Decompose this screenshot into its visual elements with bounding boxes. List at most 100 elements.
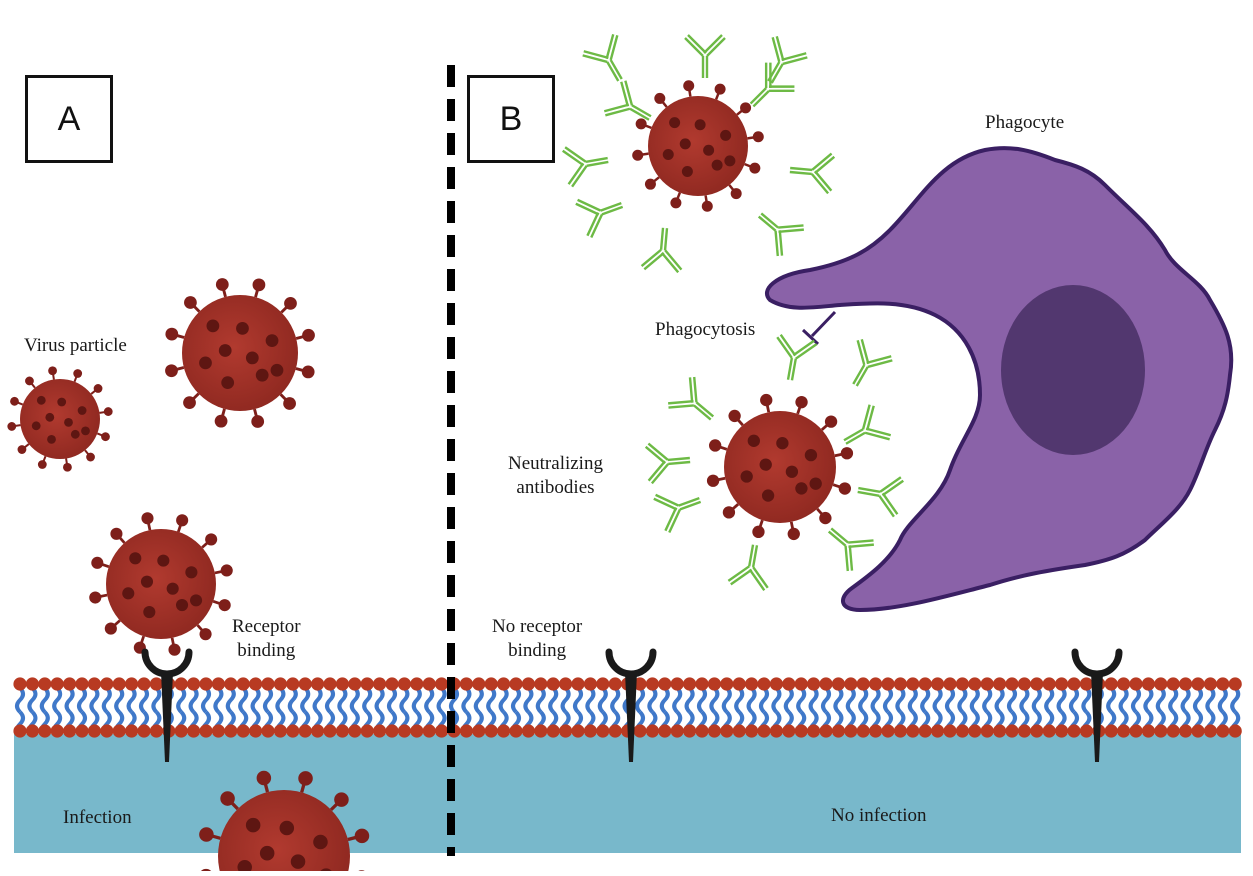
lipid-head — [50, 724, 64, 738]
antibody-arm — [848, 539, 874, 549]
antibody-arm — [864, 427, 892, 441]
lipid-tail — [387, 686, 397, 714]
virus-spike-head — [760, 393, 773, 407]
lipid-head — [311, 724, 325, 738]
lipid-head — [286, 724, 300, 738]
antibody-arm — [774, 230, 784, 257]
lipid-head — [323, 724, 337, 738]
lipid-tail — [845, 686, 856, 714]
virus-spike-head — [654, 92, 666, 104]
lipid-head — [360, 677, 374, 691]
antibody-arm — [703, 34, 726, 57]
lipid-tail — [39, 686, 50, 714]
lipid-head — [75, 724, 89, 738]
antibody-arm — [586, 212, 604, 238]
antibody — [575, 198, 624, 238]
antibody-arm — [668, 399, 694, 409]
lipid-head — [1067, 724, 1081, 738]
virus-spot — [221, 376, 235, 389]
lipid-head — [658, 677, 672, 691]
lipid-tail — [535, 686, 546, 714]
antibody-arm — [866, 355, 893, 369]
virus-spike-head — [298, 771, 313, 786]
lipid-head — [509, 677, 523, 691]
lipid-tail — [337, 686, 348, 714]
virus-spike-head — [795, 396, 808, 409]
antibody-arm — [879, 476, 904, 497]
lipid-tail — [560, 686, 571, 714]
lipid-tail — [486, 686, 497, 714]
receptor-stem — [1091, 672, 1103, 762]
antibody — [640, 227, 683, 274]
lipid-head — [385, 724, 399, 738]
lipid-head — [782, 677, 796, 691]
lipid-head — [1104, 724, 1118, 738]
lipid-tail — [312, 686, 323, 714]
lipid-head — [435, 677, 449, 691]
antibody-arm — [810, 170, 833, 195]
lipid-head — [1067, 677, 1081, 691]
antibody-arm — [653, 493, 680, 511]
lipid-tail — [1205, 686, 1216, 714]
antibody-stem — [585, 156, 609, 167]
lipid-head — [720, 677, 734, 691]
receptor — [141, 648, 193, 762]
antibody — [757, 212, 804, 257]
lipid-head — [236, 677, 250, 691]
virus-spot — [255, 368, 269, 382]
antibody-stem — [843, 428, 866, 445]
antibody-arm — [856, 338, 870, 366]
lipid-head — [1179, 677, 1193, 691]
virus-spot — [279, 820, 295, 836]
receptors — [141, 648, 1123, 762]
lipid-tail — [684, 686, 695, 714]
lipid-head — [1216, 724, 1230, 738]
lipid-tail — [374, 686, 385, 714]
lipid-head — [199, 724, 213, 738]
lipid-tail — [1168, 686, 1179, 714]
virus-spot — [143, 606, 156, 619]
lipid-tail — [1019, 686, 1030, 714]
phagocyte-body — [765, 146, 1234, 613]
virus-spike-head — [819, 511, 832, 525]
lipid-tail — [759, 686, 769, 714]
lipid-head — [683, 677, 697, 691]
lipid-tail — [721, 686, 732, 714]
receptor-stem — [161, 672, 173, 762]
lipid-head — [298, 724, 312, 738]
lipid-head — [335, 677, 349, 691]
virus-particle-large — [165, 278, 315, 428]
label-receptor-binding-line2: binding — [237, 640, 296, 661]
virus-spot — [747, 434, 760, 447]
lipid-head — [149, 677, 163, 691]
lipid-head — [968, 724, 982, 738]
virus-spike-head — [334, 792, 349, 807]
lipid-tail — [1118, 686, 1129, 714]
antibody-stem — [667, 456, 691, 466]
label-no-receptor-line1: No receptor — [492, 616, 583, 637]
virus-spike-head — [752, 525, 765, 538]
virus-spot — [122, 587, 135, 600]
lipid-head — [63, 677, 77, 691]
virus-spot — [36, 395, 46, 405]
virus-spike-head — [752, 131, 764, 143]
lipid-head — [1079, 724, 1093, 738]
lipid-head — [50, 677, 64, 691]
virus-spike-head — [218, 599, 231, 612]
lipid-head — [931, 677, 945, 691]
virus-spot — [81, 426, 90, 436]
lipid-tail — [994, 686, 1005, 714]
virus-spike-head — [93, 384, 103, 393]
lipid-head — [1017, 677, 1031, 691]
lipid-tail — [672, 686, 683, 714]
lipid-head — [695, 677, 709, 691]
lipid-head — [497, 724, 511, 738]
lipid-head — [422, 677, 436, 691]
lipid-head — [224, 677, 238, 691]
antibody-arm — [684, 34, 707, 57]
virus-spike-head — [215, 278, 229, 291]
lipid-head — [881, 677, 895, 691]
lipid-head — [224, 724, 238, 738]
lipid-head — [211, 724, 225, 738]
lipid-head — [1005, 677, 1019, 691]
